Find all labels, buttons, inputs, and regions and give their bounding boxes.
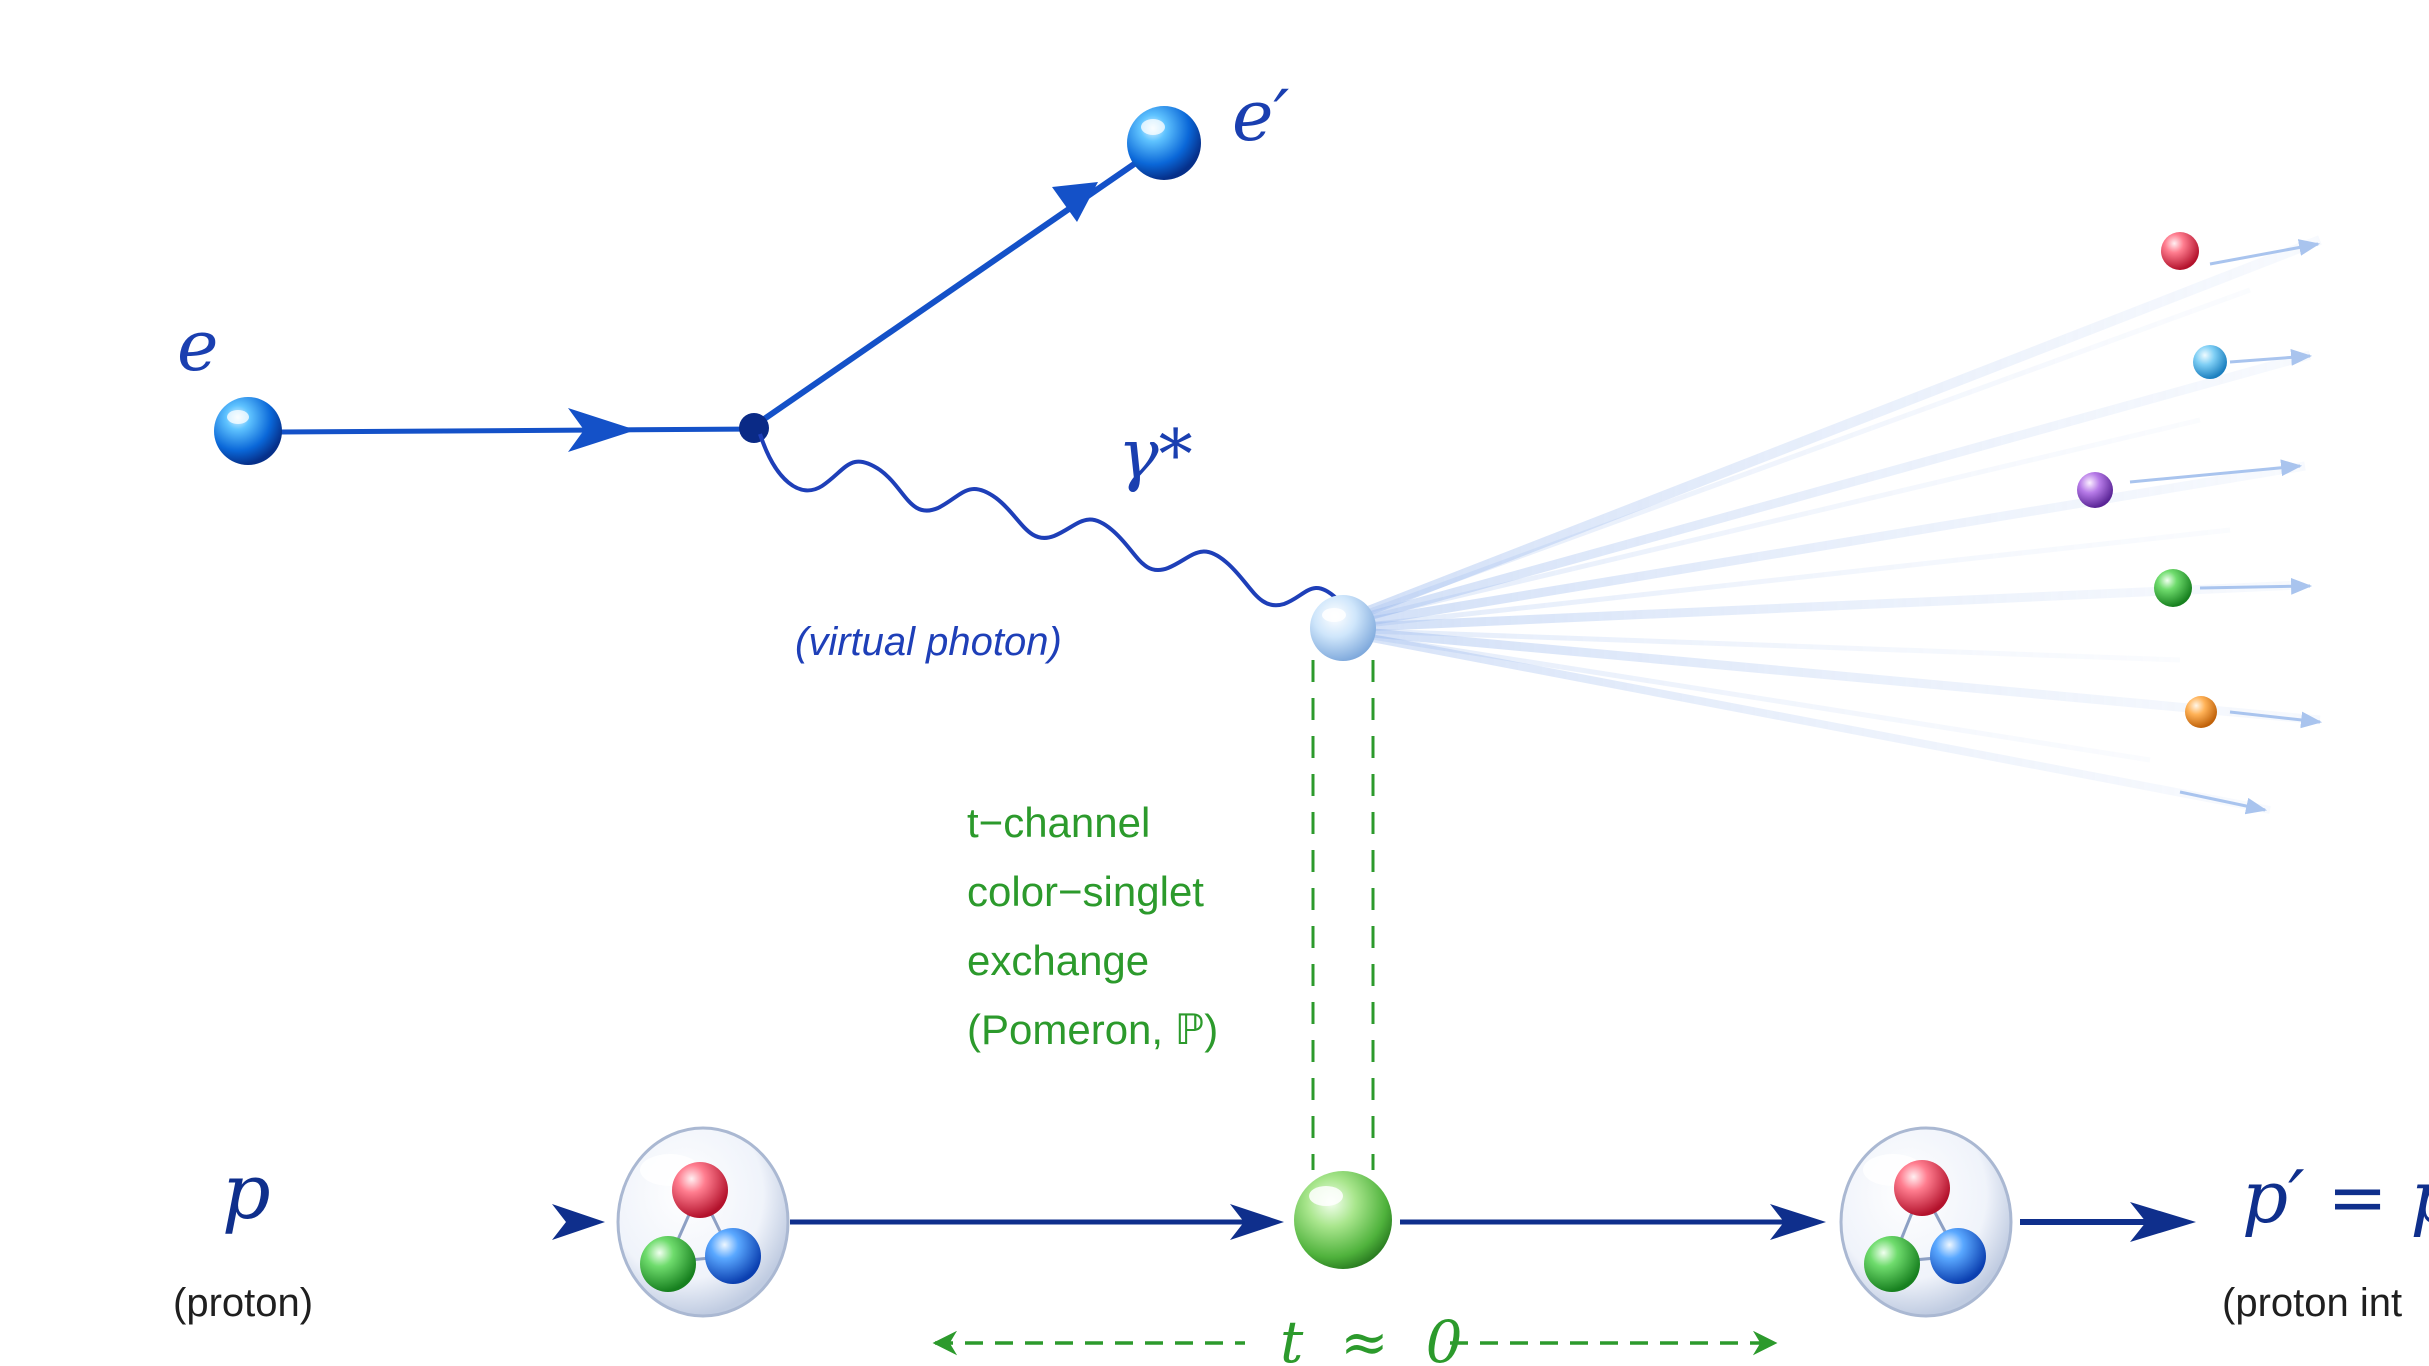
- green-hadron-icon: [2154, 569, 2192, 607]
- orange-hadron-icon: [2185, 696, 2217, 728]
- pomeron-exchange-lines: [1311, 660, 1375, 1170]
- scattered-electron-label: e′: [1232, 75, 1289, 157]
- purple-hadron-icon: [2077, 472, 2113, 508]
- proton-line: [340, 1202, 2196, 1242]
- red-quark-icon: [672, 1162, 728, 1218]
- incoming-electron-icon: [214, 397, 282, 465]
- arrow-right-icon: [1770, 1204, 1826, 1240]
- momentum-transfer-label: t ≈ 0: [1280, 1308, 1463, 1366]
- final-state-spray: [1338, 232, 2323, 815]
- electron-label: e: [177, 305, 218, 387]
- outgoing-proton-icon: [1839, 1126, 2013, 1318]
- proton-note: (proton): [173, 1281, 313, 1325]
- exchange-line-2: color−singlet: [967, 868, 1204, 915]
- cyan-hadron-icon: [2193, 345, 2227, 379]
- arrow-up-right-icon: [1052, 182, 1098, 222]
- green-quark-icon: [640, 1236, 696, 1292]
- arrow-right-icon: [568, 408, 636, 452]
- pomeron-icon: [1294, 1171, 1392, 1269]
- blue-quark-icon: [705, 1228, 761, 1284]
- incoming-proton-icon: [616, 1126, 790, 1318]
- virtual-photon-wave: [758, 433, 1343, 642]
- outgoing-proton-note: (proton int: [2222, 1281, 2402, 1325]
- virtual-photon-note: (virtual photon): [795, 620, 1062, 664]
- photon-blob-icon: [1310, 595, 1376, 661]
- exchange-line-4: (Pomeron, ℙ): [967, 1006, 1218, 1053]
- arrow-right-icon: [1230, 1204, 1284, 1240]
- outgoing-electron-icon: [1127, 106, 1201, 180]
- exchange-description: t−channel color−singlet exchange (Pomero…: [967, 799, 1218, 1053]
- green-quark-icon: [1864, 1236, 1920, 1292]
- exchange-line-1: t−channel: [967, 799, 1150, 846]
- arrow-right-icon: [552, 1204, 605, 1240]
- blue-quark-icon: [1930, 1228, 1986, 1284]
- proton-label: p: [222, 1147, 271, 1236]
- red-quark-icon: [1894, 1160, 1950, 1216]
- red-hadron-icon: [2161, 232, 2199, 270]
- virtual-photon-label: γ*: [1118, 416, 1193, 495]
- incoming-electron-line: [30, 408, 761, 452]
- vertex-dot: [739, 413, 769, 443]
- outgoing-electron-line: [752, 157, 1142, 429]
- exchange-line-3: exchange: [967, 937, 1149, 984]
- outgoing-proton-label: p′ = p: [2242, 1155, 2429, 1239]
- arrow-right-icon: [2130, 1202, 2196, 1242]
